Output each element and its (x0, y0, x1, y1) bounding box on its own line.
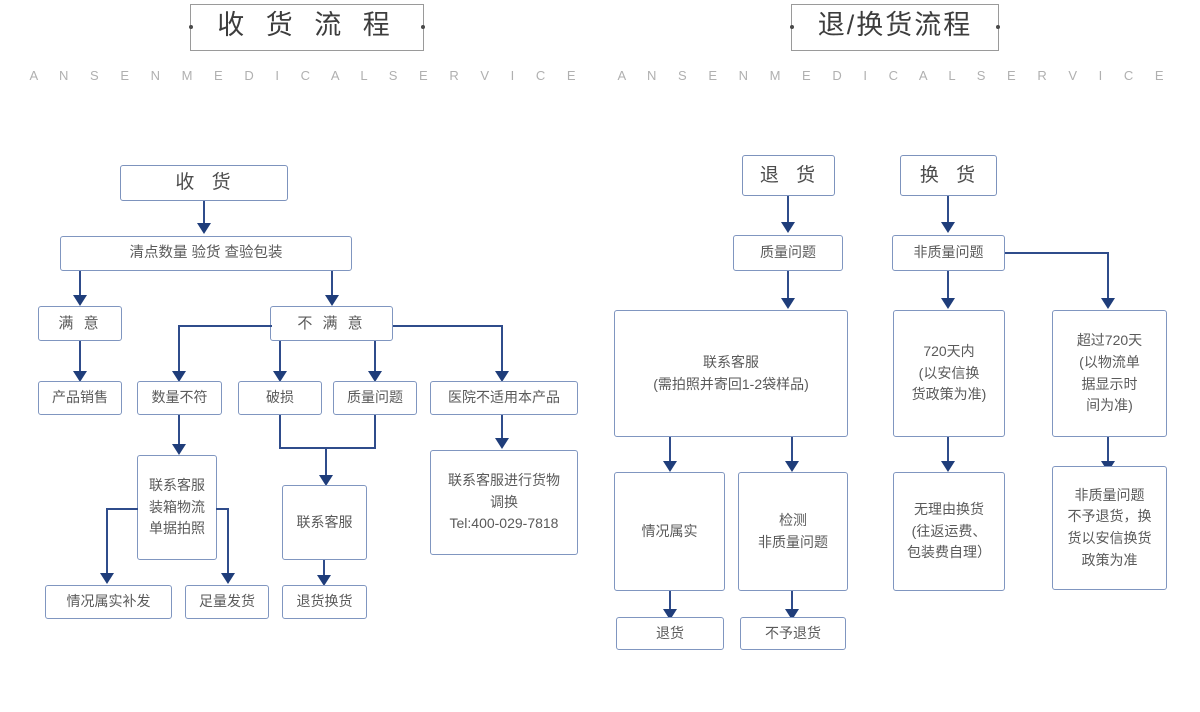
connector-photo-left-exit (106, 508, 138, 510)
connector-nonquality-right-drop (1107, 252, 1109, 300)
node-non-quality-issue[interactable]: 非质量问题 (892, 235, 1005, 271)
connector-check-to-satisfied (79, 271, 81, 297)
arrowhead-sample-to-situation (663, 461, 677, 472)
connector-check-to-unsatisfied (331, 271, 333, 297)
node-return-exchange-result[interactable]: 退货换货 (282, 585, 367, 619)
node-do-return[interactable]: 退货 (616, 617, 724, 650)
title-dot-left-icon-2 (789, 25, 794, 30)
node-non-quality-no-return[interactable]: 非质量问题 不予退货，换 货以安信换货 政策为准 (1052, 466, 1167, 590)
node-receiving-start[interactable]: 收 货 (120, 165, 288, 201)
arrowhead-merge-to-service (319, 475, 333, 486)
return-title-box: 退/换货流程 (789, 4, 1001, 51)
node-satisfied[interactable]: 满 意 (38, 306, 122, 341)
arrowhead-check-to-unsatisfied (325, 295, 339, 306)
arrowhead-photo-to-fullship (221, 573, 235, 584)
connector-exchange-to-nonquality (947, 196, 949, 224)
arrowhead-satisfied-to-sales (73, 371, 87, 382)
arrowhead-exchange-to-nonquality (941, 222, 955, 233)
connector-service-to-returnexchange (323, 560, 325, 577)
connector-quality-down (374, 415, 376, 448)
arrowhead-unsatisfied-to-quality (368, 371, 382, 382)
connector-situation-to-return (669, 591, 671, 612)
connector-satisfied-to-sales (79, 341, 81, 373)
arrowhead-situation-to-return (663, 609, 677, 620)
arrowhead-start-to-check (197, 223, 211, 234)
title-dot-right-icon (420, 25, 425, 30)
arrowhead-return-to-quality (781, 222, 795, 233)
arrowhead-sample-to-detect (785, 461, 799, 472)
connector-unsatisfied-bus-left (178, 325, 272, 327)
arrowhead-within720-to-noreason (941, 461, 955, 472)
node-over-720-days[interactable]: 超过720天 (以物流单 据显示时 间为准) (1052, 310, 1167, 437)
connector-nonquality-bus-right (1005, 252, 1109, 254)
node-contact-service-exchange[interactable]: 联系客服进行货物 调换 Tel:400-029-7818 (430, 450, 578, 555)
connector-photo-right-drop (227, 508, 229, 575)
node-qty-mismatch[interactable]: 数量不符 (137, 381, 222, 415)
connector-sample-to-situation (669, 437, 671, 464)
node-no-reason-exchange[interactable]: 无理由换货 (往返运费、 包装费自理） (893, 472, 1005, 591)
node-within-720-days[interactable]: 720天内 (以安信换 货政策为准) (893, 310, 1005, 437)
receiving-subtitle: A N S E N M E D I C A L S E R V I C E (29, 67, 585, 83)
connector-within720-to-noreason (947, 437, 949, 464)
arrowhead-hospital-to-exchange (495, 438, 509, 449)
node-contact-service[interactable]: 联系客服 (282, 485, 367, 560)
node-unsatisfied[interactable]: 不 满 意 (270, 306, 393, 341)
node-product-sales[interactable]: 产品销售 (38, 381, 122, 415)
node-inspect-count[interactable]: 清点数量 验货 查验包装 (60, 236, 352, 271)
connector-damaged-down (279, 415, 281, 448)
arrowhead-service-to-returnexchange (317, 575, 331, 586)
connector-unsatisfied-bus-right (393, 325, 503, 327)
receiving-title-box: 收 货 流 程 (189, 4, 425, 51)
node-exchange-start[interactable]: 换 货 (900, 155, 997, 196)
arrowhead-unsatisfied-to-damaged (273, 371, 287, 382)
title-dot-right-icon-2 (996, 25, 1001, 30)
node-contact-service-photo[interactable]: 联系客服 装箱物流 单据拍照 (137, 455, 217, 560)
node-return-start[interactable]: 退 货 (742, 155, 835, 196)
connector-unsatisfied-left-drop (178, 325, 180, 373)
arrowhead-check-to-satisfied (73, 295, 87, 306)
node-return-quality-issue[interactable]: 质量问题 (733, 235, 843, 271)
section-heading-return: 退/换货流程 A N S E N M E D I C A L S E R V I… (617, 4, 1164, 83)
connector-damaged-quality-merge (279, 447, 376, 449)
node-full-shipment[interactable]: 足量发货 (185, 585, 269, 619)
connector-quality-to-contact-sample (787, 271, 789, 300)
connector-over720-to-noreturn (1107, 437, 1109, 464)
connector-return-to-quality (787, 196, 789, 224)
node-situation-true[interactable]: 情况属实 (614, 472, 725, 591)
connector-sample-to-detect (791, 437, 793, 464)
node-contact-service-sample[interactable]: 联系客服 (需拍照并寄回1-2袋样品) (614, 310, 848, 437)
arrowhead-qty-to-contact (172, 444, 186, 455)
arrowhead-nonquality-to-within720 (941, 298, 955, 309)
receiving-title-text: 收 货 流 程 (217, 10, 397, 40)
connector-nonquality-to-within720 (947, 271, 949, 300)
connector-unsatisfied-to-quality (374, 341, 376, 373)
return-subtitle: A N S E N M E D I C A L S E R V I C E (617, 67, 1173, 83)
node-situation-true-resend[interactable]: 情况属实补发 (45, 585, 172, 619)
arrowhead-quality-to-contact-sample (781, 298, 795, 309)
arrowhead-detect-to-noreturn (785, 609, 799, 620)
connector-unsatisfied-right-drop (501, 325, 503, 373)
arrowhead-unsatisfied-to-qty (172, 371, 186, 382)
node-quality-issue[interactable]: 质量问题 (333, 381, 417, 415)
connector-qty-to-contact (178, 415, 180, 446)
section-heading-receiving: 收 货 流 程 A N S E N M E D I C A L S E R V … (29, 4, 576, 83)
title-dot-left-icon (189, 25, 194, 30)
arrowhead-unsatisfied-to-hospital (495, 371, 509, 382)
connector-photo-right-exit (216, 508, 229, 510)
connector-detect-to-noreturn (791, 591, 793, 612)
node-no-return[interactable]: 不予退货 (740, 617, 846, 650)
connector-hospital-to-exchange (501, 415, 503, 440)
connector-photo-left-drop (106, 508, 108, 575)
connector-start-to-check (203, 201, 205, 225)
connector-merge-to-service (325, 447, 327, 477)
node-hospital-unsuitable[interactable]: 医院不适用本产品 (430, 381, 578, 415)
node-detect-non-quality[interactable]: 检测 非质量问题 (738, 472, 848, 591)
arrowhead-photo-to-resend (100, 573, 114, 584)
arrowhead-nonquality-to-over720 (1101, 298, 1115, 309)
return-title-text: 退/换货流程 (817, 10, 973, 40)
connector-unsatisfied-to-damaged (279, 341, 281, 373)
node-damaged[interactable]: 破损 (238, 381, 322, 415)
